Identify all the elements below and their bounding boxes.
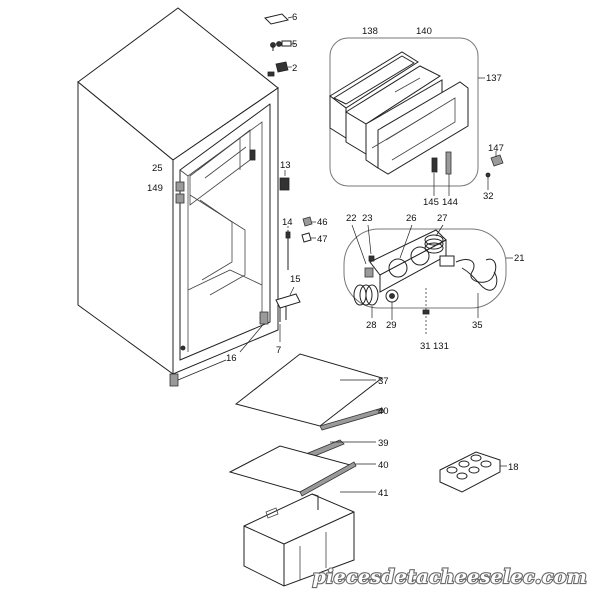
callout-46: 46 [317,217,328,228]
callout-28: 28 [366,320,377,331]
freezer-rack [197,137,241,171]
bottom-hinge-part [275,293,301,309]
callout-47: 47 [317,234,328,245]
inner-back-wall [187,121,263,318]
hinge-bracket-part [279,177,290,191]
door-rail [371,111,433,149]
callout-13: 13 [280,160,291,171]
callout-16: 16 [226,353,237,364]
cap-part [301,232,312,243]
egg-tray-part [439,451,507,493]
callout-137: 137 [486,73,502,84]
callout-31: 31 [420,341,431,352]
lamp-cover-part [353,284,379,306]
callout-149: 149 [147,183,163,194]
callout-26: 26 [406,213,417,224]
callout-138: 138 [362,26,378,37]
switch-part [364,267,374,278]
glass-shelves [228,353,385,497]
door-gasket-group [329,37,485,196]
callout-25: 25 [152,163,163,174]
callout-145: 145 [423,197,439,208]
thermostat-capillary-part [461,267,498,291]
callout-39: 39 [378,438,389,449]
lamp-holder-part [175,193,185,204]
callout-23: 23 [362,213,373,224]
callout-5: 5 [292,39,297,50]
door-latch [249,149,256,161]
top-hinge-parts [264,13,295,73]
drawer-back [311,493,319,510]
hinge-pin-head [285,231,291,239]
callout-21: 21 [514,253,525,264]
callout-40-lower: 40 [378,460,389,471]
callout-32: 32 [483,191,494,202]
lamp-socket-part [388,258,408,278]
thermostat-knob-part [175,181,185,192]
callout-131: 131 [433,341,449,352]
callout-37: 37 [378,376,389,387]
screw-hole [180,345,186,351]
watermark: piecesdetacheeselec.com [313,566,588,588]
top-hinge-part [275,61,289,73]
pin-part [485,172,491,178]
group-outline-21 [343,228,507,309]
glass-shelf-part [234,353,384,427]
callout-14: 14 [282,217,293,228]
screw-part [276,41,282,47]
knob-center [389,293,395,299]
crisper-cover-part [228,445,356,493]
callout-2: 2 [292,63,297,74]
shelf-trim-part [299,461,357,497]
door-hinge-bracket-part [431,157,438,173]
callout-6: 6 [292,12,297,23]
thermostat-capillary-part [455,258,497,283]
callout-144: 144 [442,197,458,208]
bushing-part [281,40,292,47]
gasket-part [333,55,415,105]
callout-35: 35 [472,320,483,331]
middle-hinge-parts [169,170,316,387]
leveling-foot-part [169,373,179,387]
drawer-handle [265,507,279,519]
button-part [368,255,375,262]
callout-27: 27 [437,213,448,224]
callout-22: 22 [346,213,357,224]
door-handle-part [445,151,452,175]
callout-18: 18 [508,462,519,473]
hinge-cover-part [264,13,289,25]
freezer-rack-bar [204,146,247,179]
callout-15: 15 [290,274,301,285]
callout-41: 41 [378,488,389,499]
top-hinge-pin [267,71,275,77]
lamp-socket-part [410,246,430,266]
callout-29: 29 [386,320,397,331]
cabinet-opening [179,103,271,361]
shelf-trim-part [319,407,385,431]
wire-connector-part [422,309,430,315]
callout-7: 7 [276,345,281,356]
callout-147: 147 [488,143,504,154]
thermostat-body-part [439,255,455,267]
door-outer-panel [377,81,469,175]
cap-part [302,216,313,227]
thermostat-coil-part [424,234,444,254]
refrigerator-cabinet [77,7,279,375]
crisper-floor [187,269,263,291]
callout-labels: 6 5 2 138 140 137 147 32 145 144 13 25 1… [147,12,525,499]
crisper-drawer [243,491,376,587]
door-rail [394,77,421,93]
small-hinge-parts [485,151,504,190]
leveling-foot-part [259,311,269,325]
interior-channel-inner [199,199,233,281]
hinge-bushing-part [490,154,504,167]
thermostat-lamp-group [343,224,513,336]
callout-40: 40 [378,406,389,417]
callout-140: 140 [416,26,432,37]
